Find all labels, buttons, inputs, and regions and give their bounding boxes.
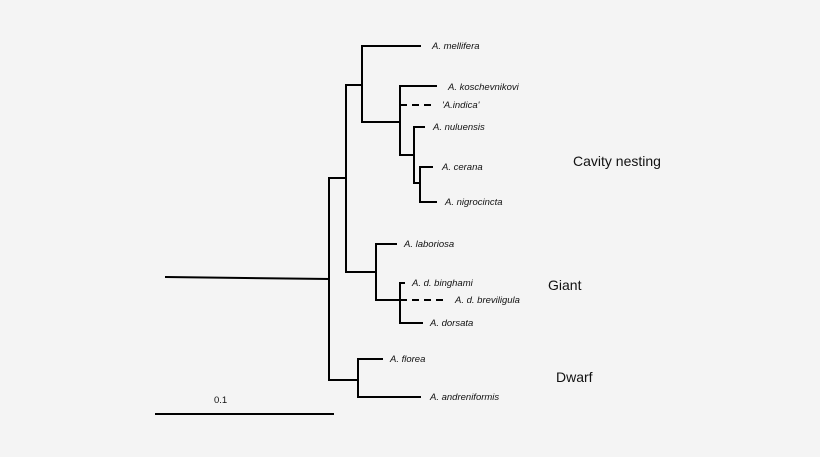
taxon-label-laboriosa: A. laboriosa (403, 239, 454, 250)
taxon-label-dorsata: A. dorsata (429, 318, 473, 329)
taxon-label-binghami: A. d. binghami (411, 278, 474, 289)
taxon-label-mellifera: A. mellifera (431, 41, 480, 52)
root-branch (164, 275, 331, 281)
scale-bar-label: 0.1 (214, 395, 227, 406)
taxon-label-cerana: A. cerana (441, 162, 483, 173)
group-label-giant: Giant (548, 277, 582, 293)
group-labels: Cavity nesting Giant Dwarf (548, 153, 661, 385)
taxon-label-nigrocincta: A. nigrocincta (444, 197, 503, 208)
group-label-dwarf: Dwarf (556, 369, 593, 385)
taxon-label-koschevnikovi: A. koschevnikovi (447, 82, 520, 93)
taxon-label-florea: A. florea (389, 354, 425, 365)
taxon-label-breviligula: A. d. breviligula (454, 295, 520, 306)
group-label-cavity-nesting: Cavity nesting (573, 153, 661, 169)
taxon-labels: A. mellifera A. koschevnikovi 'A.indica'… (389, 41, 520, 403)
taxon-label-nuluensis: A. nuluensis (432, 122, 485, 133)
taxon-label-andreniformis: A. andreniformis (429, 392, 499, 403)
taxon-label-indica: 'A.indica' (442, 100, 481, 111)
tree-branches (155, 45, 446, 415)
